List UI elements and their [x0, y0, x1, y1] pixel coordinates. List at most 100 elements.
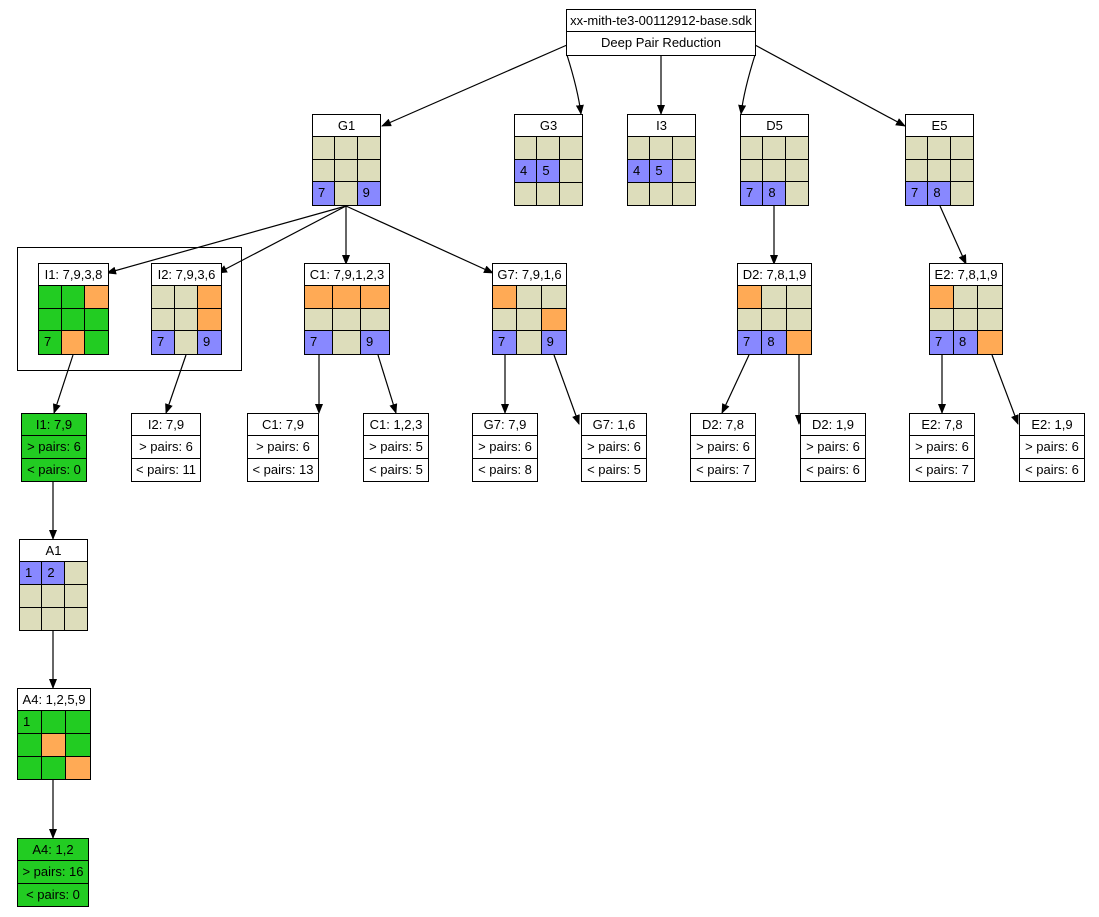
grid-cell: [64, 607, 87, 630]
grid-cell: [198, 286, 221, 309]
pair-more-count: > pairs: 6: [132, 435, 200, 458]
grid-node-title: E5: [931, 118, 948, 133]
grid-cell: 9: [357, 182, 380, 205]
grid-node-title: I2: 7,9,3,6: [157, 267, 216, 282]
grid-node-title: G3: [539, 118, 558, 133]
grid-cell: 9: [198, 331, 221, 354]
grid-cell: 4: [628, 159, 651, 183]
grid-cell: [333, 308, 361, 332]
grid-cell: [361, 286, 389, 309]
root-subtitle: Deep Pair Reduction: [567, 31, 755, 54]
grid-cell: [672, 137, 695, 160]
pair-node-i2: I2: 7,9 > pairs: 6 < pairs: 11: [131, 413, 201, 482]
grid-cell: [786, 331, 811, 354]
grid-cell: [18, 756, 42, 779]
pair-less-count: < pairs: 11: [132, 458, 200, 481]
grid-cell: [493, 308, 518, 332]
pair-less-count: < pairs: 7: [910, 458, 974, 481]
grid-cells: 1: [18, 710, 90, 779]
grid-cell: 8: [763, 182, 786, 205]
cell-digit: 8: [768, 185, 776, 201]
pair-less-count: < pairs: 5: [582, 458, 646, 481]
grid-cell: [493, 286, 518, 309]
grid-cell: [650, 182, 673, 205]
grid-cell: 9: [361, 331, 389, 354]
grid-cell: [950, 182, 973, 205]
grid-cell: [785, 182, 808, 205]
grid-cell: 7: [305, 331, 333, 354]
grid-cell: [954, 308, 978, 332]
grid-cell: 7: [313, 182, 336, 205]
pair-less-count: < pairs: 0: [22, 458, 86, 481]
grid-cell: [85, 331, 108, 354]
grid-cell: [333, 331, 361, 354]
grid-cell: [650, 137, 673, 160]
grid-cell: 1: [20, 562, 43, 585]
grid-cell: [785, 159, 808, 183]
grid-cell: [66, 711, 90, 734]
grid-cell: [517, 286, 542, 309]
grid-cell: [42, 734, 66, 757]
grid-cell: [175, 331, 198, 354]
grid-cell: [313, 159, 336, 183]
grid-cell: [930, 308, 954, 332]
cell-digit: 7: [911, 185, 919, 201]
grid-cell: [42, 711, 66, 734]
pair-node-e2b: E2: 1,9 > pairs: 6 < pairs: 6: [1019, 413, 1085, 482]
pair-node-title: I1: 7,9: [35, 417, 73, 432]
grid-cell: [628, 182, 651, 205]
grid-cell: 7: [906, 182, 929, 205]
pair-less-count: < pairs: 8: [473, 458, 537, 481]
grid-cell: [305, 308, 333, 332]
grid-cell: [39, 308, 62, 332]
grid-cell: [335, 137, 358, 160]
grid-cell: [559, 159, 582, 183]
pair-node-i1: I1: 7,9 > pairs: 6 < pairs: 0: [21, 413, 87, 482]
grid-cell: [66, 734, 90, 757]
root-file-label: xx-mith-te3-00112912-base.sdk: [570, 13, 752, 28]
grid-cell: [42, 585, 65, 608]
cell-digit: 7: [318, 185, 326, 201]
grid-cell: [541, 286, 566, 309]
grid-cell: [62, 308, 85, 332]
pair-more-count: > pairs: 6: [1020, 435, 1084, 458]
edge-e5-e2g: [939, 205, 967, 265]
grid-node-title: G7: 7,9,1,6: [497, 267, 562, 282]
pair-more-count: > pairs: 6: [691, 435, 755, 458]
grid-cell: [906, 159, 929, 183]
grid-cell: 1: [18, 711, 42, 734]
grid-node-i1g: I1: 7,9,3,8 7: [38, 263, 109, 355]
cell-digit: 9: [203, 334, 211, 350]
grid-cell: [762, 308, 787, 332]
grid-node-title: G1: [337, 118, 356, 133]
grid-cell: [906, 137, 929, 160]
grid-cell: [517, 308, 542, 332]
grid-cell: [62, 286, 85, 309]
grid-node-title: A4: 1,2,5,9: [22, 692, 86, 707]
grid-cell: [785, 137, 808, 160]
pair-node-a4: A4: 1,2 > pairs: 16 < pairs: 0: [17, 838, 89, 907]
edge-root-g3: [566, 54, 584, 115]
grid-node-title: D2: 7,8,1,9: [742, 267, 807, 282]
edge-g1-i1g: [106, 205, 347, 275]
grid-cell: [62, 331, 85, 354]
grid-cell: [672, 182, 695, 205]
pair-node-title: E2: 7,8: [921, 417, 963, 432]
grid-cell: [762, 286, 787, 309]
grid-cell: [313, 137, 336, 160]
grid-cell: [978, 286, 1002, 309]
grid-cell: [42, 756, 66, 779]
cluster-box: [17, 247, 242, 371]
grid-cell: [763, 137, 786, 160]
cell-digit: 2: [47, 565, 55, 580]
grid-cell: [85, 286, 108, 309]
grid-cell: 4: [515, 159, 538, 183]
